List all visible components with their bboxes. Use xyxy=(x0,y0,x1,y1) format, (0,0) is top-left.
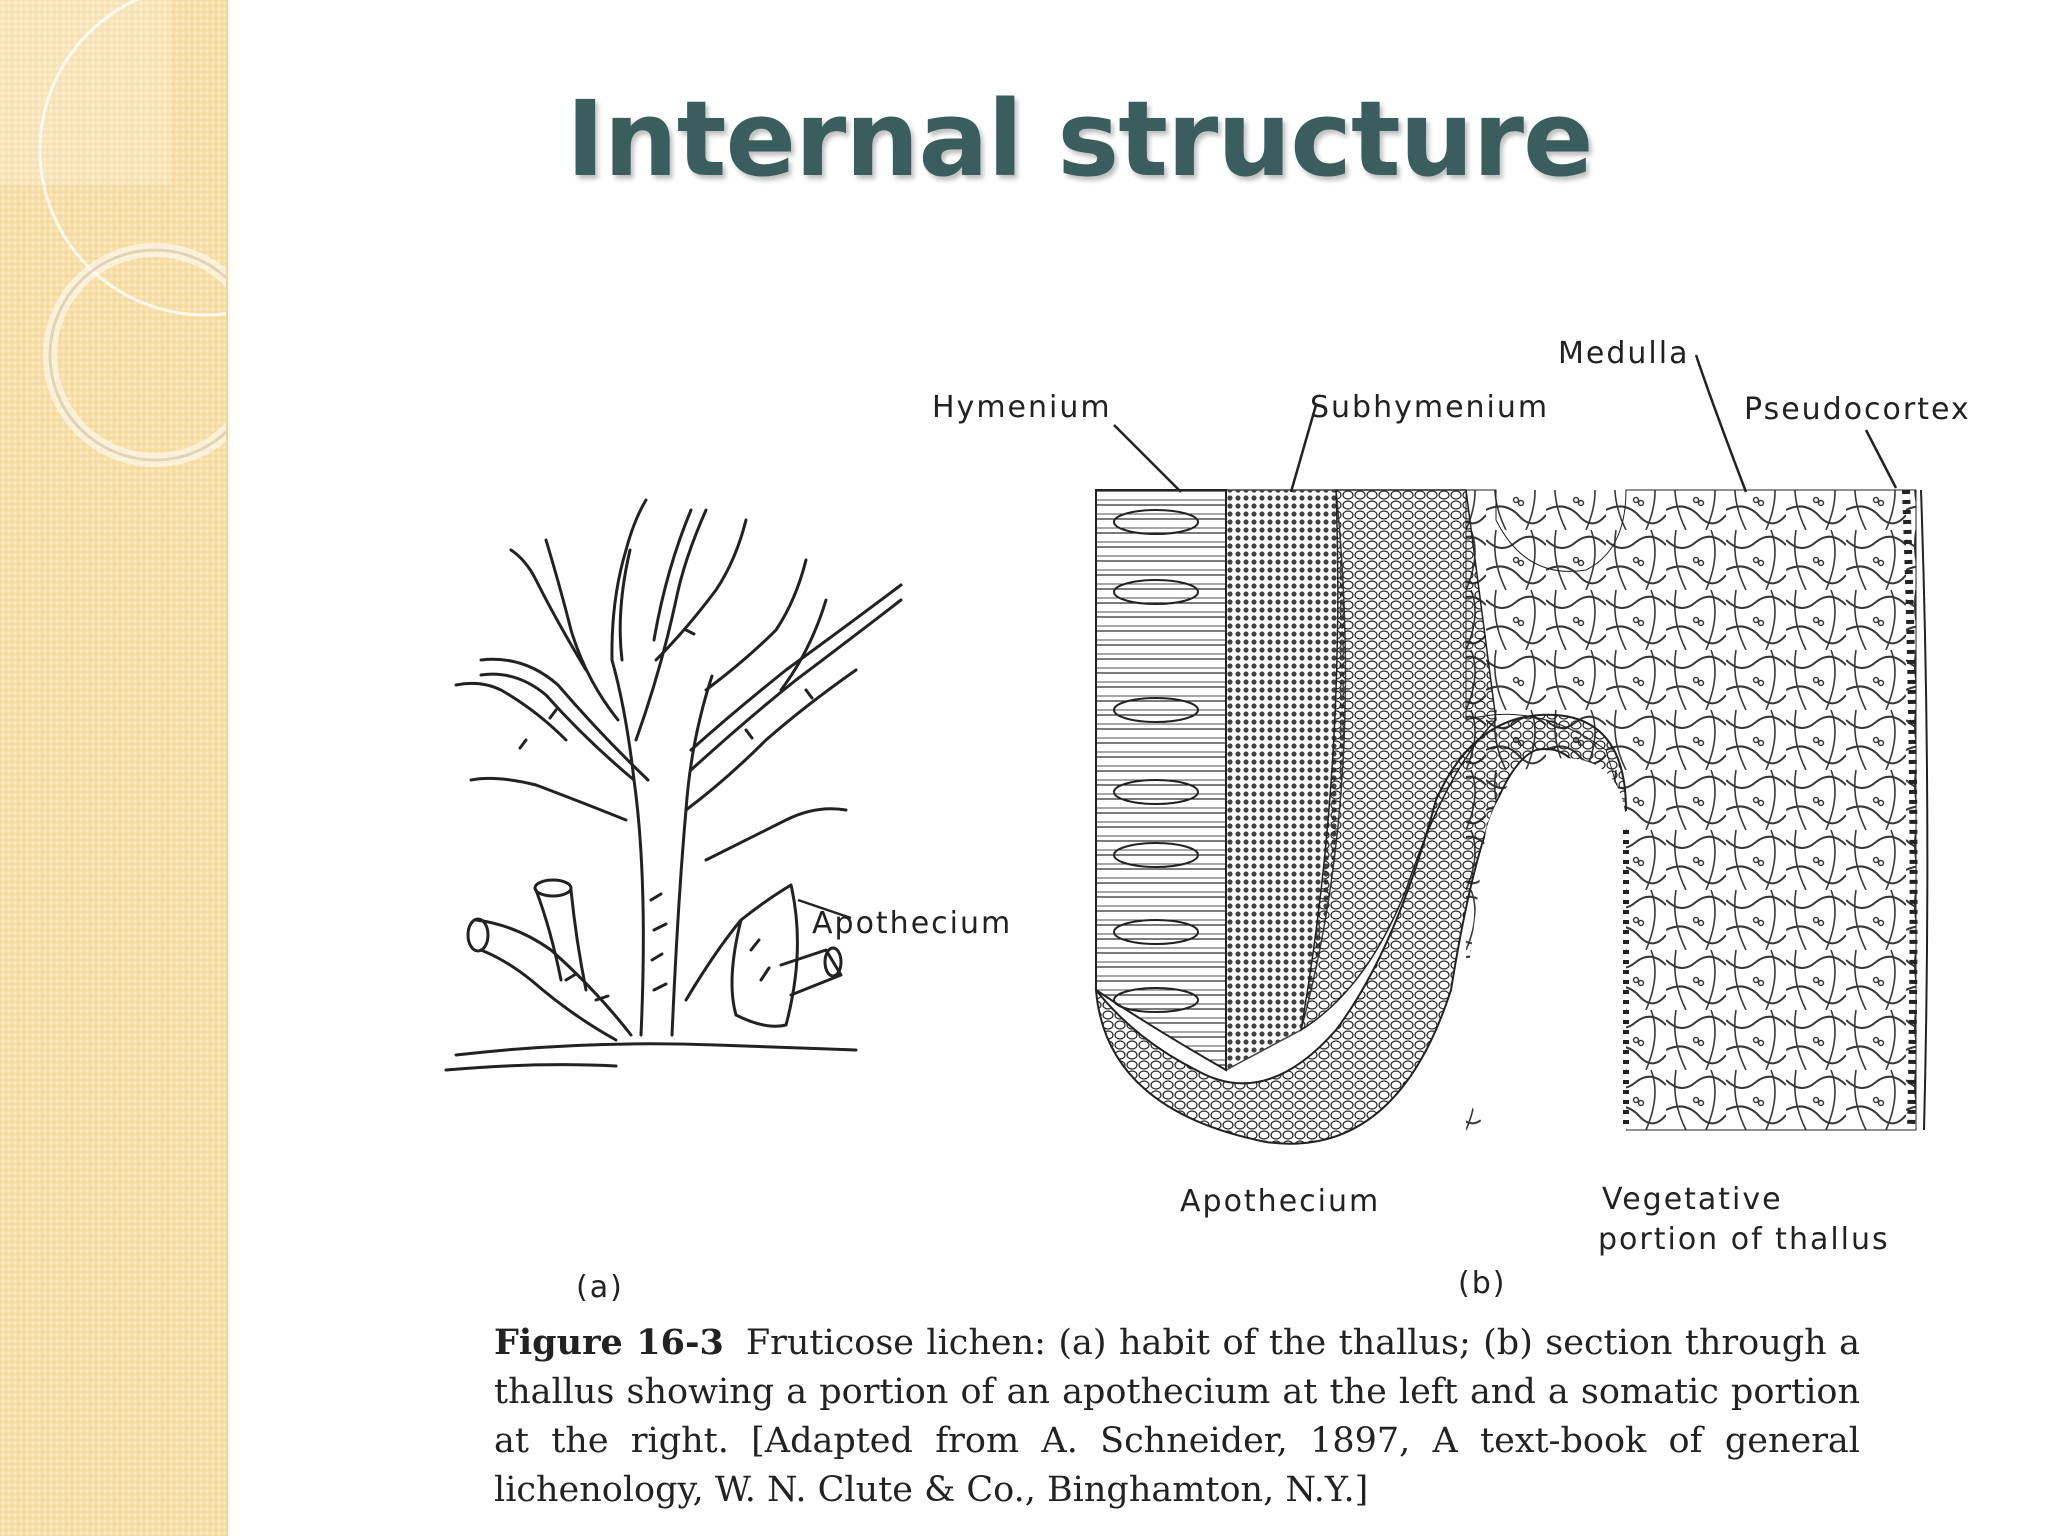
caption-figure-number: Figure 16-3 xyxy=(494,1322,724,1363)
label-vegetative-line1: Vegetative xyxy=(1602,1182,1783,1217)
panel-a-label: (a) xyxy=(576,1270,624,1305)
label-subhymenium: Subhymenium xyxy=(1310,390,1550,425)
thallus-habit-drawing xyxy=(444,498,903,1072)
section-leader-lines xyxy=(1113,354,1898,493)
label-pseudocortex: Pseudocortex xyxy=(1744,392,1971,427)
thallus-section-drawing xyxy=(1094,489,1929,1170)
label-vegetative-line2: portion of thallus xyxy=(1598,1222,1890,1257)
decorative-rings xyxy=(0,0,226,467)
caption-text: Fruticose lichen: (a) habit of the thall… xyxy=(494,1323,1860,1510)
label-apothecium-b: Apothecium xyxy=(1180,1184,1381,1219)
label-apothecium-a: Apothecium xyxy=(812,906,1013,941)
apothecium-leader-line xyxy=(797,898,852,920)
slide-title: Internal structure xyxy=(566,78,1594,200)
label-medulla: Medulla xyxy=(1558,336,1690,371)
panel-b-label: (b) xyxy=(1458,1266,1507,1301)
label-hymenium: Hymenium xyxy=(932,390,1112,425)
figure: Apothecium (a) xyxy=(226,0,2048,1536)
decorative-sidebar xyxy=(0,0,228,1536)
